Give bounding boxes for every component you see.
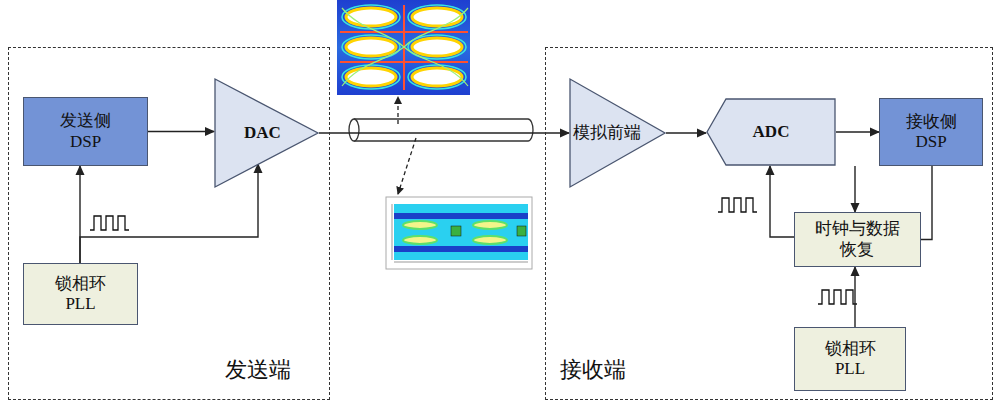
pll-box: 锁相环 PLL: [794, 327, 906, 391]
pll-box: 锁相环 PLL: [23, 263, 138, 325]
node-label: 时钟与数据 恢复: [813, 219, 901, 260]
connector: [319, 132, 569, 133]
node-label: 发送侧 DSP: [57, 111, 113, 152]
receiver-region: 接收端 模拟前端 ADC 接收侧 DSP 时钟与数据 恢复锁相环 PLL: [545, 47, 993, 400]
node-label: DAC: [244, 123, 281, 143]
region-label: 接收端: [560, 357, 626, 383]
region-label: 发送端: [225, 357, 291, 383]
dsp-box: 发送侧 DSP: [23, 97, 148, 166]
eye-diagram: [386, 197, 532, 269]
leader-arrow: [397, 97, 398, 124]
clock-symbol: [90, 216, 129, 230]
connector: [854, 166, 855, 212]
connector: [770, 166, 794, 237]
node-label: 锁相环 PLL: [52, 274, 108, 315]
connector: [666, 132, 706, 133]
adc-block: ADC: [706, 98, 836, 166]
eye-diagram: [337, 0, 470, 95]
node-label: ADC: [706, 122, 836, 142]
node-label: 模拟前端: [573, 123, 641, 143]
leader-arrow: [398, 138, 416, 194]
clock-symbol: [718, 198, 757, 212]
dac-amplifier: DAC: [214, 78, 319, 188]
node-label: 锁相环 PLL: [822, 339, 878, 380]
cable-tube: [349, 119, 533, 141]
cdr-box: 时钟与数据 恢复: [794, 212, 921, 267]
connector: [836, 131, 879, 132]
transmitter-region: 发送端 发送侧 DSP DAC 锁相环 PLL: [8, 47, 330, 400]
node-label: 接收侧 DSP: [903, 112, 959, 153]
connector: [148, 131, 214, 132]
dsp-box: 接收侧 DSP: [879, 98, 983, 166]
analog-frontend: 模拟前端: [569, 78, 666, 188]
connector: [854, 267, 855, 327]
connector: [921, 166, 932, 240]
clock-symbol: [818, 290, 857, 304]
